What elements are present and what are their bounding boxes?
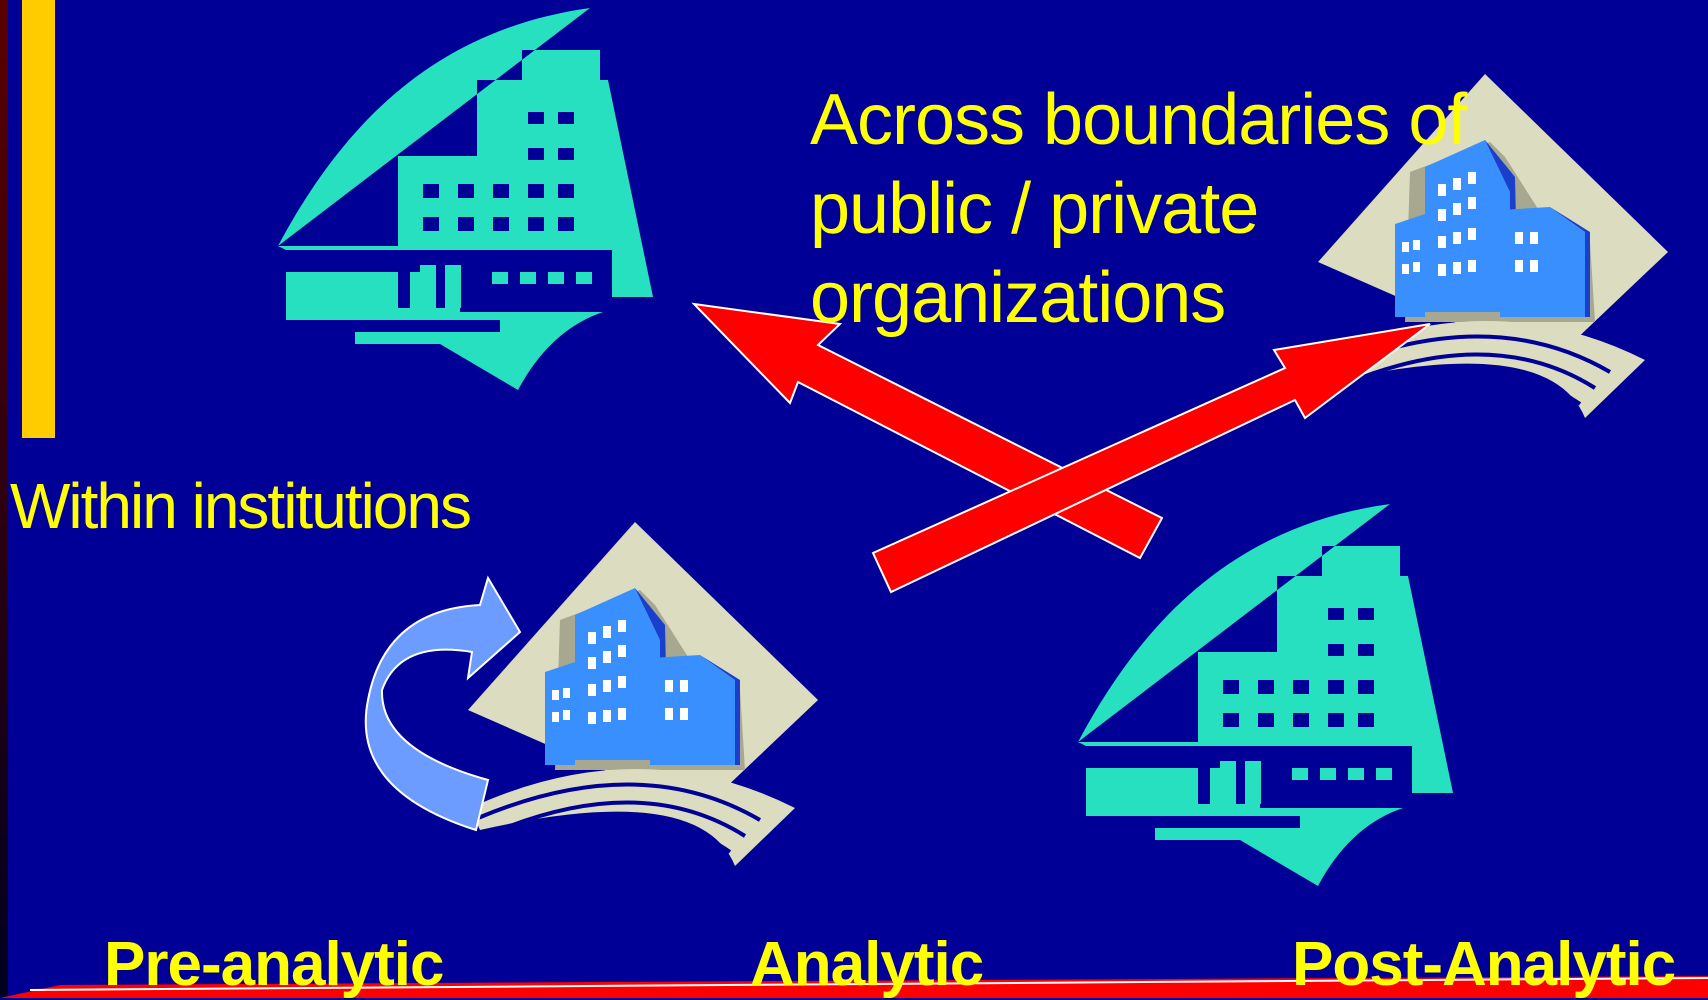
heading-line-1: Across boundaries of (810, 80, 1467, 160)
stage-pre-analytic: Pre-analytic (104, 930, 445, 999)
circular-arrow-icon (364, 575, 522, 832)
slide-heading: Across boundaries of public / private or… (810, 76, 1467, 343)
slide-left-edge (0, 0, 8, 998)
teal-building-icon-top-left (278, 8, 653, 390)
blue-building-diamond-icon-center (468, 522, 818, 866)
heading-line-2: public / private (810, 169, 1259, 249)
stage-analytic: Analytic (750, 930, 984, 999)
double-arrow-icon (691, 302, 1431, 594)
stage-post-analytic: Post-Analytic (1292, 930, 1676, 999)
heading-line-3: organizations (810, 258, 1226, 338)
accent-bar (22, 0, 55, 438)
teal-building-icon-bottom-right (1078, 504, 1453, 886)
within-institutions-label: Within institutions (10, 470, 472, 542)
baseline-arrow-icon (0, 976, 1708, 998)
